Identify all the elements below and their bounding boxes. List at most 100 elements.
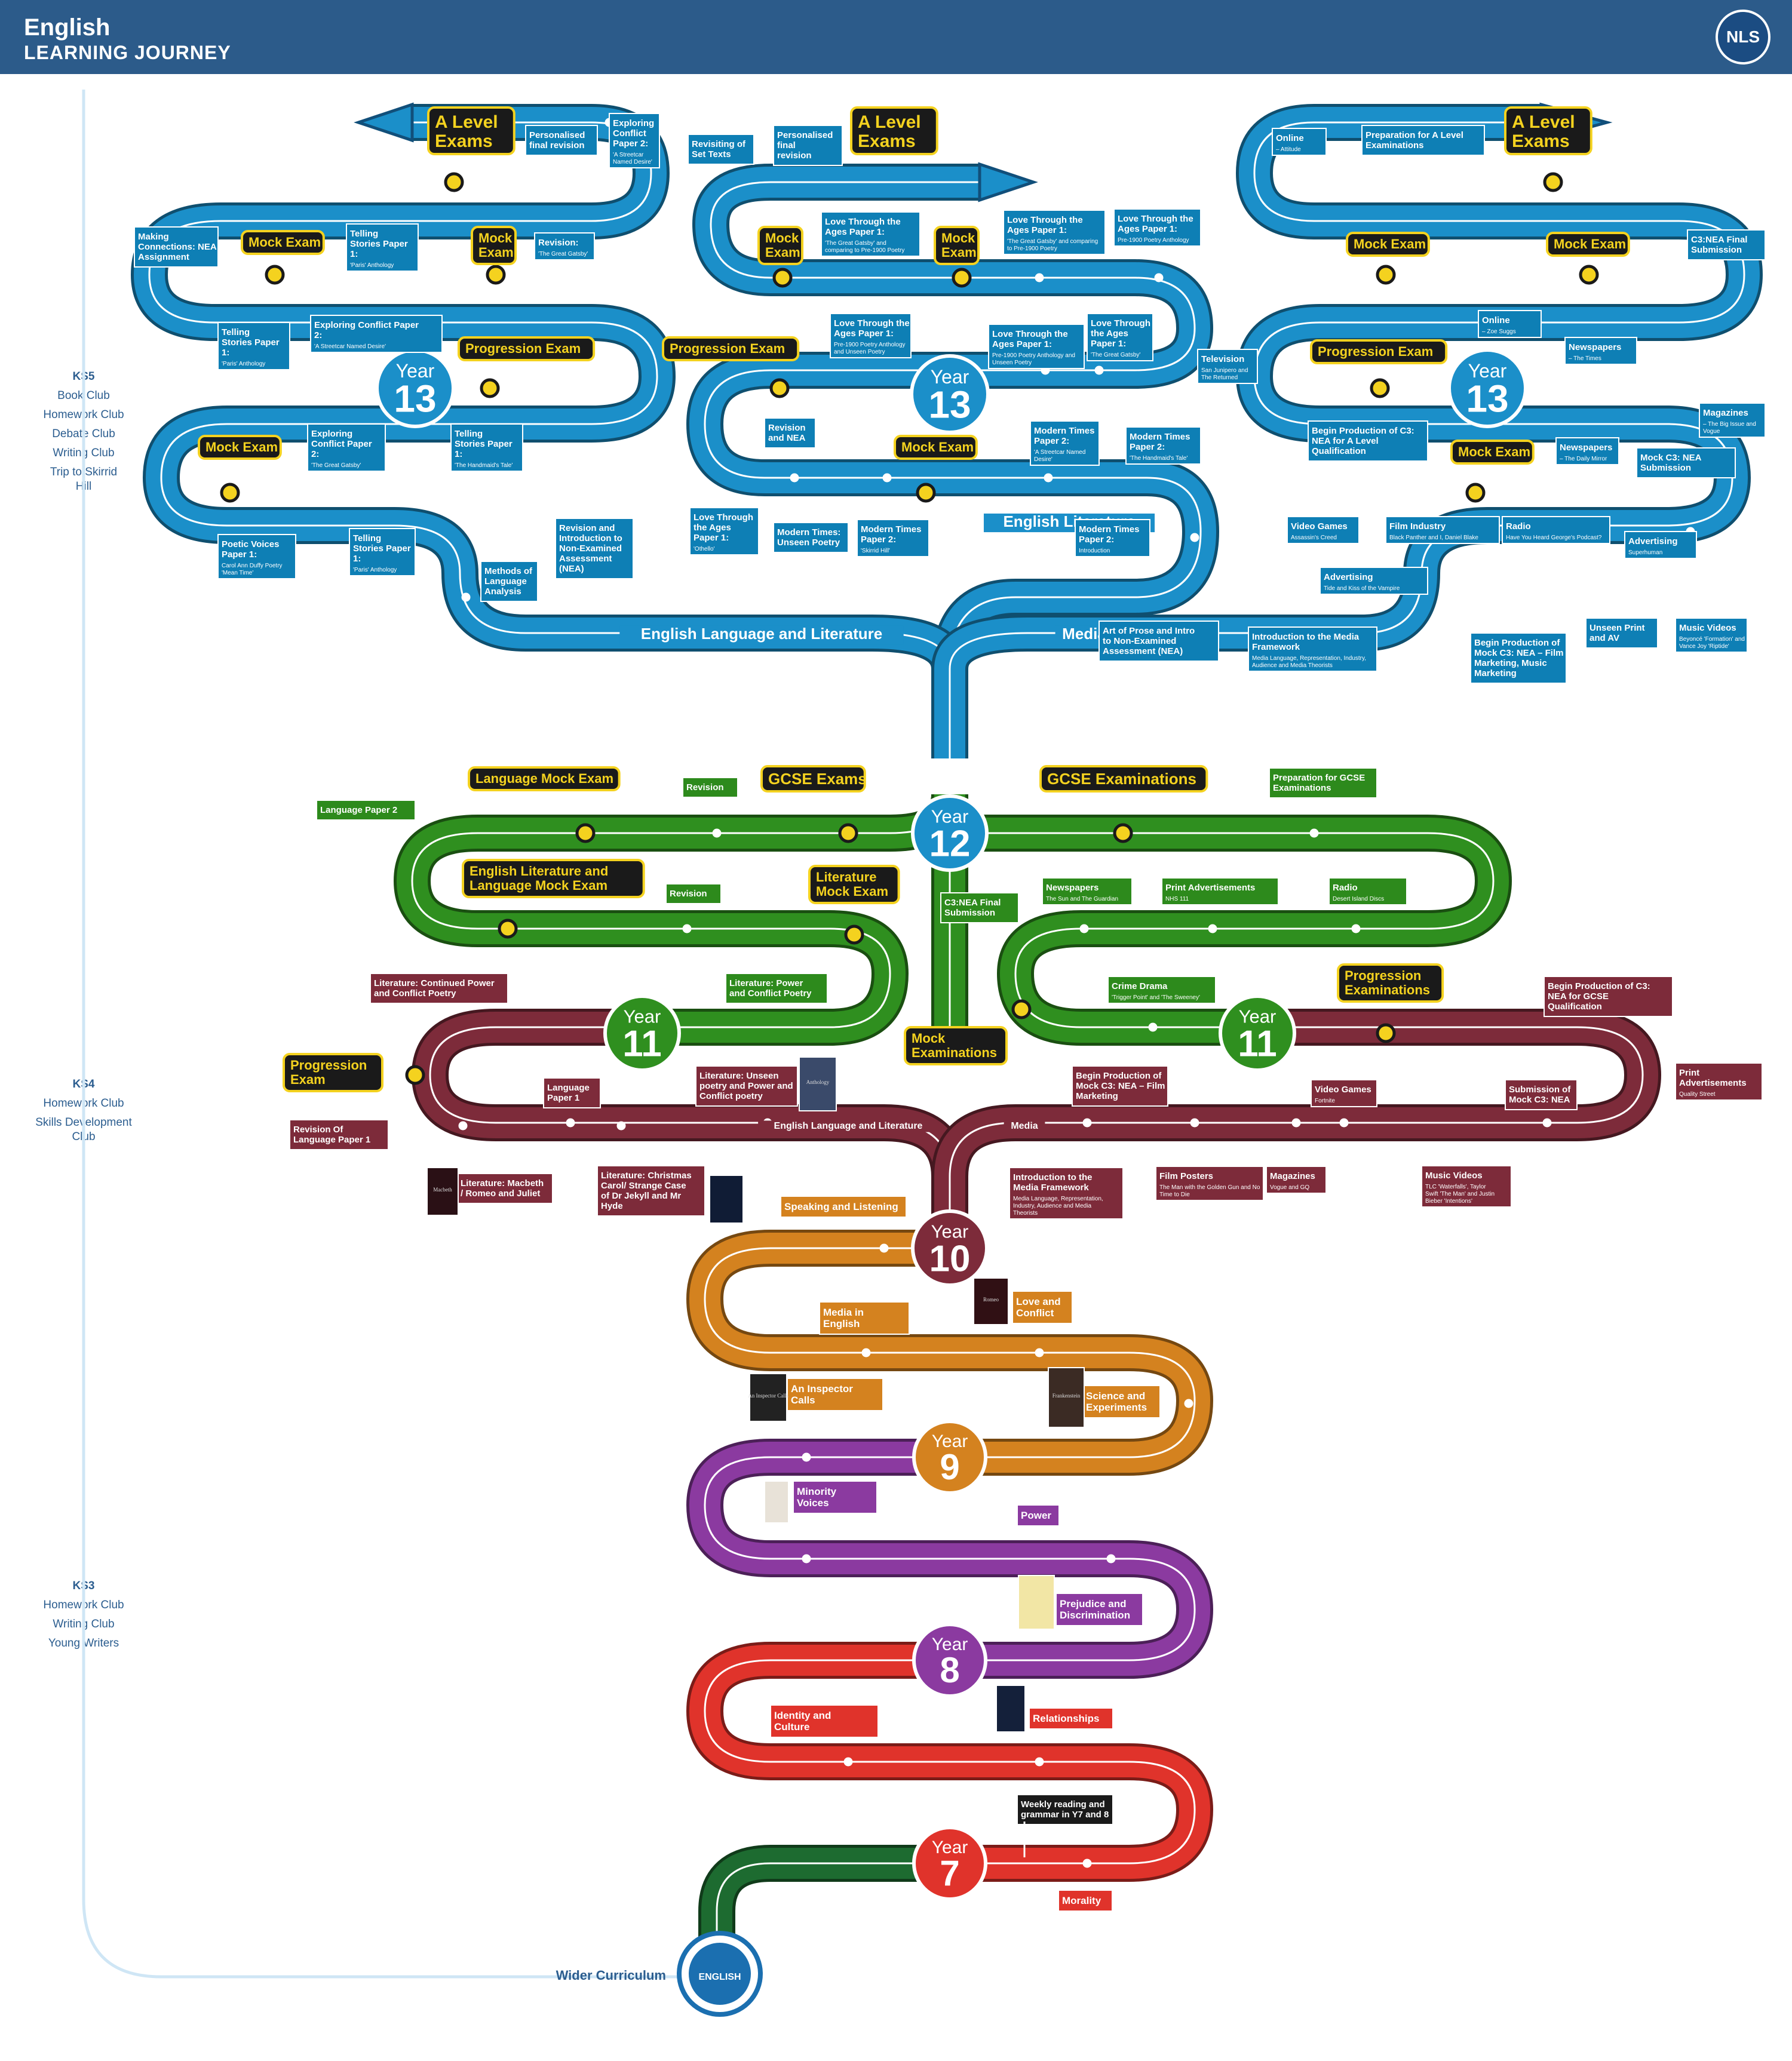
milestone-node <box>1106 1554 1116 1564</box>
book-cover-jekyll-hyde <box>709 1175 744 1224</box>
ks5-topic-box-25-subtitle: 'Othello' <box>694 546 715 552</box>
ks5-topic-box-37-title: Begin Production of C3: <box>1312 426 1414 436</box>
year10-topic-box-3-title: Love and <box>1016 1296 1061 1307</box>
ks5-topic-box-34: Newspapers– The Times <box>1564 337 1637 365</box>
ks5-topic-box-16-subtitle: 'The Great Gatsby' and <box>825 240 886 247</box>
exam-marker <box>265 265 285 285</box>
track-label-lang-lit-bg <box>619 625 904 645</box>
ks5-topic-box-47-subtitle: Media Language, Representation, Industry… <box>1252 655 1366 662</box>
ks4-maroon-box-12-subtitle: Industry, Audience and Media <box>1013 1203 1091 1209</box>
ks4-green-box-1: Language Paper 2 <box>316 800 416 821</box>
milestone-node <box>1148 1022 1158 1032</box>
subtitle: LEARNING JOURNEY <box>24 42 231 63</box>
exam-marker <box>1370 378 1390 398</box>
year13-badge-langlit-number: 13 <box>394 377 436 420</box>
year10-topic-box-5-title: Science and <box>1086 1390 1145 1402</box>
ks5-topic-box-12-title: Assessment <box>559 554 612 564</box>
language-mock-exam-label-text: Language Mock Exam <box>475 771 613 786</box>
ks5-topic-box-45-bg <box>1585 618 1658 649</box>
a-level-exams-label-1-text: A Level <box>435 112 498 132</box>
year10-badge-word: Year <box>931 1221 969 1242</box>
milestone-node <box>1184 1399 1193 1408</box>
gcse-exams-label-text: GCSE Exams <box>768 770 867 788</box>
lit-lang-mock-exam-label-bg <box>462 859 645 898</box>
ks4-maroon-box-5-title: Mock C3: NEA – Film <box>1076 1081 1165 1091</box>
year8-7-topic-box-2-title: Relationships <box>1033 1713 1099 1724</box>
ks5-topic-box-31-bg <box>1361 125 1485 156</box>
year8-7-topic-box-3-bg <box>1058 1890 1113 1912</box>
ks5-topic-box-36-bg <box>1699 403 1766 438</box>
book-cover-relationships <box>996 1685 1026 1733</box>
year8-track <box>686 1642 1214 1882</box>
ks5-topic-box-9-bg <box>450 423 523 472</box>
ks5-topic-box-4-title: Stories Paper <box>350 239 408 249</box>
ks5-topic-box-37-title: NEA for A Level <box>1312 436 1379 446</box>
ks4-maroon-box-11-bg <box>597 1165 705 1217</box>
exam-marker <box>769 378 790 398</box>
year9-topic-box-2-bg <box>1017 1504 1060 1526</box>
ks4-green-box-1-title: Language Paper 2 <box>320 805 397 815</box>
ks5-topic-box-48-title: Mock C3: NEA – Film <box>1474 648 1563 658</box>
ks5-topic-box-20-bg <box>1113 208 1201 247</box>
ks4-maroon-box-5-bg <box>1072 1065 1168 1107</box>
milestone-node <box>234 377 244 387</box>
ks5-topic-box-22-title: Revision <box>768 423 806 433</box>
mock-exam-label-2-text: Mock <box>478 231 513 245</box>
ks4-green-box-8-subtitle: Desert Island Discs <box>1333 896 1384 902</box>
exam-marker <box>1543 172 1563 192</box>
literature-mock-exam-label-text: Literature <box>816 870 876 884</box>
school-logo: NLS <box>1716 10 1770 64</box>
mock-exam-label-5-bg <box>934 226 980 265</box>
ks5-topic-box-36-title: Magazines <box>1703 408 1748 418</box>
milestone-node <box>1190 1118 1199 1128</box>
ks5-topic-box-10-subtitle: Carol Ann Duffy Poetry <box>222 563 283 569</box>
ks4-green-box-2-bg <box>682 777 738 798</box>
year13-badge-media-circle <box>1447 348 1527 428</box>
ks5-topic-box-35-subtitle: San Junipero and <box>1201 367 1248 374</box>
milestone-node <box>461 592 471 602</box>
ks5-topic-box-39-title: Mock C3: NEA <box>1640 453 1702 463</box>
ks4-maroon-box-12-bg <box>1009 1167 1124 1220</box>
mock-exam-label-8-bg <box>1546 232 1630 257</box>
milestone-node <box>1506 276 1516 285</box>
year10-topic-box-2-title: Media in <box>823 1307 864 1318</box>
year11-badge-media-circle <box>1219 994 1296 1072</box>
book-cover-frankenstein: Frankenstein <box>1048 1367 1085 1428</box>
ks4-maroon-box-3-bg <box>543 1077 601 1108</box>
ks4-green-box-5-bg <box>940 892 1019 923</box>
ks5-topic-box-23-title: Paper 2: <box>1034 436 1069 446</box>
year9-topic-box-2-title: Power <box>1021 1510 1051 1521</box>
year11-badge-langlit-circle <box>603 994 681 1072</box>
year12-badge-word: Year <box>931 806 969 827</box>
ks4-maroon-box-13-subtitle: The Man with the Golden Gun and No <box>1159 1184 1260 1191</box>
ks4-maroon-box-8-title: Print <box>1679 1068 1699 1078</box>
ks4-maroon-box-13-subtitle: Time to Die <box>1159 1191 1190 1198</box>
ks5-topic-box-46-title: Music Videos <box>1679 623 1736 633</box>
ks5-topic-box-45-title: Unseen Print <box>1590 623 1645 633</box>
book-cover-inspector-calls: An Inspector Calls <box>748 1373 788 1422</box>
exam-marker <box>1113 823 1133 843</box>
ks5-topic-box-11-title: 1: <box>353 554 361 564</box>
ks4-maroon-box-4-title: Literature: Unseen <box>699 1071 779 1081</box>
mock-exam-label-3-text: Mock Exam <box>205 440 278 454</box>
ks5-topic-box-34-title: Newspapers <box>1569 342 1621 352</box>
exam-marker <box>1011 999 1032 1019</box>
ks5-topic-box-12-title: Revision and <box>559 523 615 533</box>
